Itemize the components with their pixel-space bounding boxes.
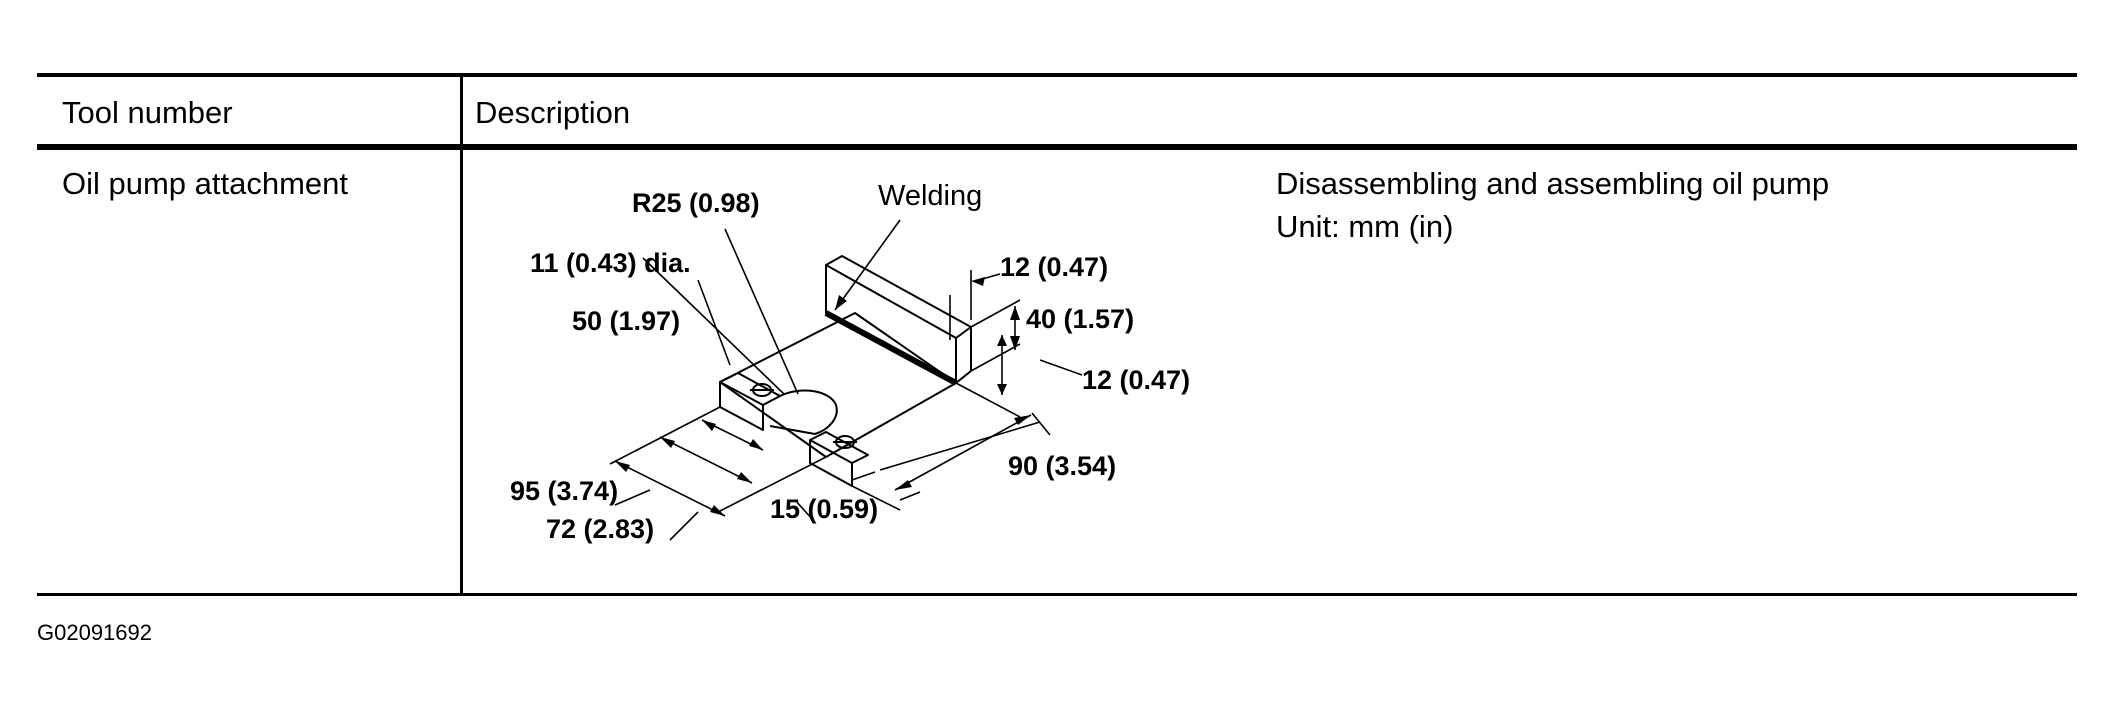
header-tool-number: Tool number (62, 95, 233, 130)
dim-label-72: 72 (2.83) (546, 514, 654, 544)
dim-label-15: 15 (0.59) (770, 494, 878, 524)
unit-note: Unit: mm (in) (1276, 209, 1454, 244)
oil-pump-attachment-drawing: R25 (0.98) Welding 11 (0.43) dia. 12 (0.… (510, 180, 1190, 544)
header-description: Description (475, 95, 631, 130)
dim-label-hole-dia: 11 (0.43) dia. (530, 248, 691, 278)
tool-purpose: Disassembling and assembling oil pump (1276, 166, 1830, 201)
table-top-rule (37, 73, 2077, 77)
dim-label-welding: Welding (878, 180, 982, 212)
tool-name: Oil pump attachment (62, 166, 349, 201)
dim-label-95: 95 (3.74) (510, 476, 618, 506)
dim-label-90: 90 (3.54) (1008, 451, 1116, 481)
column-divider (460, 75, 463, 596)
table-bottom-rule (37, 593, 2077, 596)
dim-label-12-top: 12 (0.47) (1000, 252, 1108, 282)
figure-id: G02091692 (37, 620, 152, 645)
dim-label-12-bottom: 12 (0.47) (1082, 365, 1190, 395)
dim-label-40: 40 (1.57) (1026, 304, 1134, 334)
dim-label-50: 50 (1.97) (572, 306, 680, 336)
dim-label-r25: R25 (0.98) (632, 188, 760, 218)
table-header-rule (37, 144, 2077, 150)
